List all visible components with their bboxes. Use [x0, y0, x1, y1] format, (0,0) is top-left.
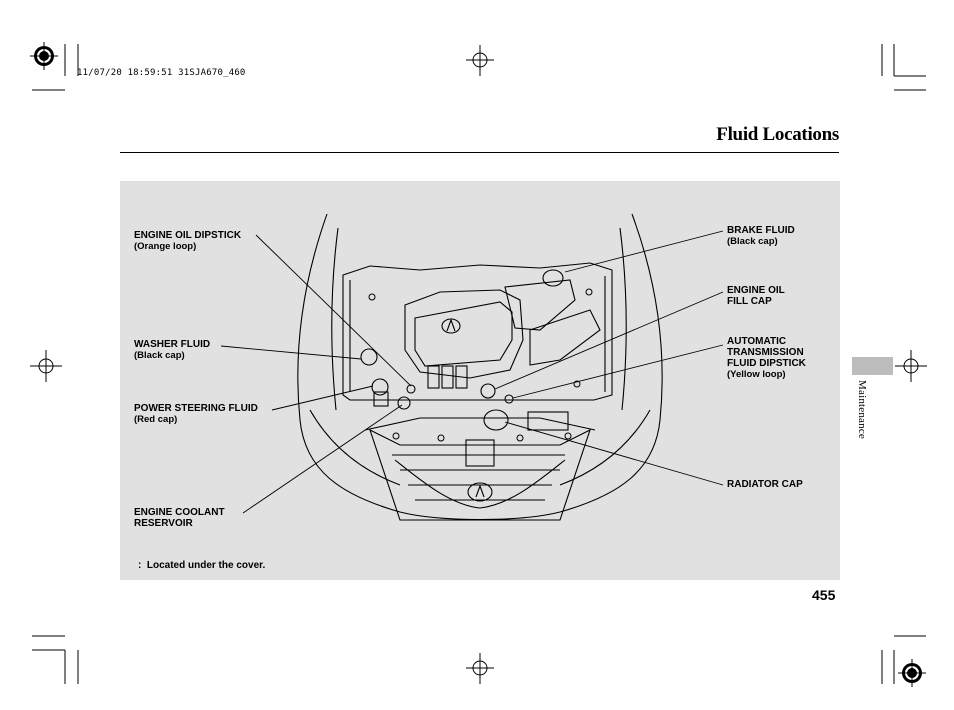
callout-title: ENGINE OIL DIPSTICK [134, 230, 242, 241]
registration-mark [466, 653, 494, 684]
callout-title: ENGINE COOLANT RESERVOIR [134, 507, 225, 529]
power-steering-reservoir-icon [371, 378, 389, 396]
callout-subtitle: (Black cap) [727, 236, 778, 247]
callout-power-steering-fluid: POWER STEERING FLUID (Red cap) [134, 403, 258, 425]
callout-subtitle: (Black cap) [134, 350, 185, 361]
callout-engine-oil-dipstick: ENGINE OIL DIPSTICK (Orange loop) [134, 230, 241, 252]
registration-mark [30, 350, 62, 382]
callout-engine-oil-fill-cap: ENGINE OIL FILL CAP [727, 285, 785, 307]
registration-target-icon [30, 42, 58, 70]
title-rule [120, 152, 839, 153]
leader-line [504, 421, 724, 486]
figure-panel [120, 181, 840, 580]
registration-mark [466, 45, 494, 76]
side-tab [852, 357, 893, 375]
callout-title: WASHER FLUID [134, 339, 211, 350]
callout-engine-coolant-reservoir: ENGINE COOLANT RESERVOIR [134, 507, 225, 529]
leader-line [512, 344, 724, 399]
registration-target-icon [898, 659, 926, 687]
registration-mark [895, 350, 927, 382]
coolant-reservoir-cap-icon [397, 396, 411, 410]
callout-title: ENGINE OIL FILL CAP [727, 285, 785, 307]
transmission-dipstick-icon [504, 394, 514, 404]
leader-line [220, 345, 362, 360]
callout-title: AUTOMATIC TRANSMISSION FLUID DIPSTICK [727, 336, 806, 369]
page-title: Fluid Locations [716, 124, 839, 145]
print-stamp: 11/07/20 18:59:51 31SJA670_460 [77, 68, 246, 78]
engine-bay-frame [342, 262, 613, 401]
callout-title: POWER STEERING FLUID [134, 403, 258, 414]
callout-washer-fluid: WASHER FLUID (Black cap) [134, 339, 210, 361]
oil-dipstick-icon [406, 384, 416, 394]
callout-title: RADIATOR CAP [727, 479, 803, 490]
callout-automatic-transmission-fluid-dipstick: AUTOMATIC TRANSMISSION FLUID DIPSTICK (Y… [727, 336, 806, 380]
leader-line [494, 291, 724, 390]
leader-line [242, 404, 403, 514]
oil-fill-cap-icon [480, 383, 496, 399]
washer-fluid-cap-icon [360, 348, 378, 366]
callout-radiator-cap: RADIATOR CAP [727, 479, 803, 490]
front-grille-area [369, 428, 591, 521]
car-body-outline [297, 213, 663, 521]
leader-line [271, 385, 374, 411]
grille-logo-icon [467, 482, 493, 502]
callout-brake-fluid: BRAKE FLUID (Black cap) [727, 225, 795, 247]
page-number: 455 [812, 587, 836, 603]
callout-title: BRAKE FLUID [727, 225, 795, 236]
callout-subtitle: (Yellow loop) [727, 369, 786, 380]
leader-line [564, 230, 724, 273]
side-tab-label: Maintenance [856, 380, 868, 440]
brake-fluid-cap-icon [542, 269, 564, 287]
radiator-cap-icon [483, 409, 509, 431]
callout-subtitle: (Orange loop) [134, 241, 197, 252]
callout-subtitle: (Red cap) [134, 414, 178, 425]
engine-cover [404, 289, 524, 379]
leader-line [255, 234, 412, 387]
footnote: : Located under the cover. [138, 560, 266, 571]
